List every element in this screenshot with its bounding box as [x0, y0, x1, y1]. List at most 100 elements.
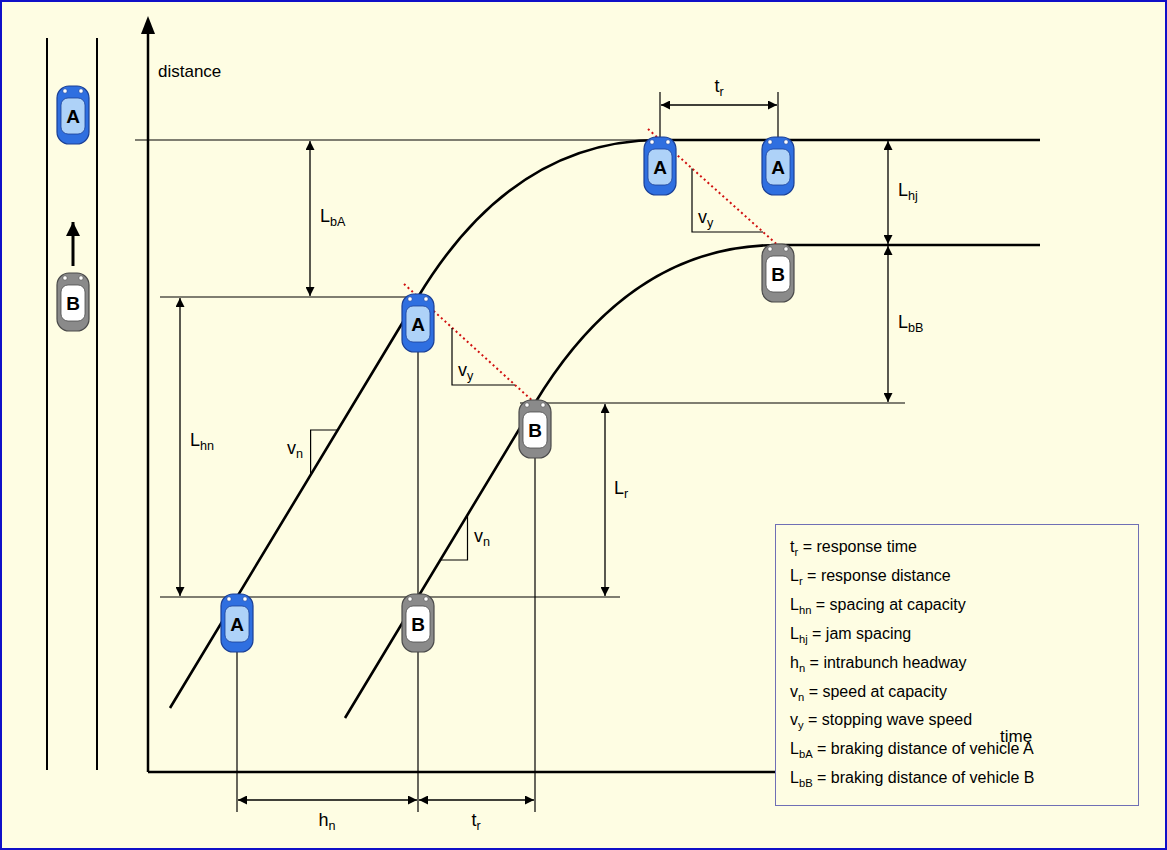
reference-line [135, 139, 660, 140]
vehicle-headlight [768, 247, 772, 251]
symbol-letter: v [698, 207, 707, 227]
vehicle-icon: A [220, 593, 254, 653]
vehicle-letter: A [771, 158, 785, 177]
vehicle-headlight [408, 597, 412, 601]
vehicle-icon: B [761, 243, 795, 303]
symbol-label: hn [318, 810, 335, 835]
symbol-label: LbB [898, 312, 923, 337]
symbol-letter: L [190, 430, 200, 450]
vehicle-icon: A [643, 136, 677, 196]
symbol-subscript: n [798, 690, 804, 702]
legend-entry: Lr = response distance [790, 564, 1124, 593]
vehicle-body [221, 594, 253, 652]
symbol-letter: t [714, 76, 719, 96]
vehicle-letter: A [411, 315, 425, 334]
symbol-label: Lhj [898, 180, 918, 205]
vehicle-headlight [63, 276, 67, 280]
reference-line [659, 92, 660, 138]
symbol-label: tr [471, 810, 480, 835]
vehicle-headlight [408, 297, 412, 301]
vehicle-letter: B [771, 265, 785, 284]
vehicle-body [519, 400, 551, 458]
dimension-arrow [238, 799, 417, 800]
symbol-subscript: r [476, 819, 480, 833]
vehicle-body [57, 273, 89, 331]
symbol-label: vn [474, 526, 490, 551]
symbol-subscript: r [719, 85, 723, 99]
symbol-subscript: n [799, 662, 805, 674]
symbol-label: Lhn [190, 430, 214, 455]
vehicle-body [402, 294, 434, 352]
reference-line [160, 296, 418, 297]
reference-line [520, 402, 905, 403]
symbol-subscript: hj [908, 189, 918, 203]
symbol-letter: L [614, 478, 624, 498]
symbol-letter: L [790, 567, 799, 584]
dimension-arrow [309, 141, 310, 296]
symbol-subscript: y [467, 369, 473, 383]
vehicle-cabin [61, 98, 85, 134]
vehicle-headlight [227, 597, 231, 601]
symbol-label: tr [714, 76, 723, 101]
definition-text: = braking distance of vehicle B [813, 769, 1035, 786]
symbol-letter: t [471, 810, 476, 830]
symbol-subscript: hj [799, 633, 808, 645]
legend-entry: Lhn = spacing at capacity [790, 593, 1124, 622]
vehicle-letter: B [66, 294, 80, 313]
symbol-subscript: r [794, 546, 798, 558]
vehicle-body [762, 137, 794, 195]
vehicle-body [644, 137, 676, 195]
vehicle-letter: B [411, 615, 425, 634]
symbol-letter: L [320, 206, 330, 226]
definition-text: = stopping wave speed [804, 711, 973, 728]
axis-arrowhead [141, 16, 155, 34]
symbol-subscript: n [296, 447, 303, 461]
symbol-letter: h [790, 654, 799, 671]
definition-text: = speed at capacity [804, 683, 947, 700]
symbol-letter: L [898, 180, 908, 200]
vehicle-headlight [79, 89, 83, 93]
road-edge [46, 38, 48, 770]
vehicle-letter: A [66, 107, 80, 126]
reference-line [236, 650, 237, 812]
vehicle-icon: B [401, 593, 435, 653]
vehicle-cabin [766, 149, 790, 185]
symbol-label: LbA [320, 206, 345, 231]
symbol-label: vy [458, 360, 473, 385]
symbol-subscript: y [798, 719, 804, 731]
dimension-arrow [419, 799, 534, 800]
definition-text: = response time [798, 538, 917, 555]
y-axis [147, 32, 150, 772]
dimension-arrow [887, 141, 888, 244]
symbol-letter: h [318, 810, 328, 830]
vehicle-headlight [650, 140, 654, 144]
vehicle-letter: A [653, 158, 667, 177]
vehicle-headlight [424, 597, 428, 601]
symbol-letter: v [790, 711, 798, 728]
legend-entry: Lhj = jam spacing [790, 622, 1124, 651]
symbol-subscript: bB [799, 777, 813, 789]
symbol-letter: L [790, 769, 799, 786]
vehicle-headlight [243, 597, 247, 601]
slope-triangle [311, 430, 338, 475]
symbol-subscript: r [799, 575, 803, 587]
vehicle-icon: B [518, 399, 552, 459]
symbol-letter: v [474, 526, 483, 546]
road-edge [96, 38, 98, 770]
symbol-label: vy [698, 207, 713, 232]
reference-line [417, 350, 418, 597]
vehicle-headlight [541, 403, 545, 407]
vehicle-icon: B [56, 272, 90, 332]
definition-text: = jam spacing [808, 625, 912, 642]
vehicle-icon: A [401, 293, 435, 353]
legend-entry: LbB = braking distance of vehicle B [790, 766, 1124, 795]
vehicle-cabin [523, 412, 547, 448]
slope-triangle [692, 169, 763, 233]
vehicle-headlight [666, 140, 670, 144]
symbol-letter: L [790, 596, 799, 613]
definition-text: = spacing at capacity [811, 596, 965, 613]
vehicle-body [402, 594, 434, 652]
symbol-subscript: bA [330, 215, 345, 229]
legend-entry: vn = speed at capacity [790, 680, 1124, 709]
